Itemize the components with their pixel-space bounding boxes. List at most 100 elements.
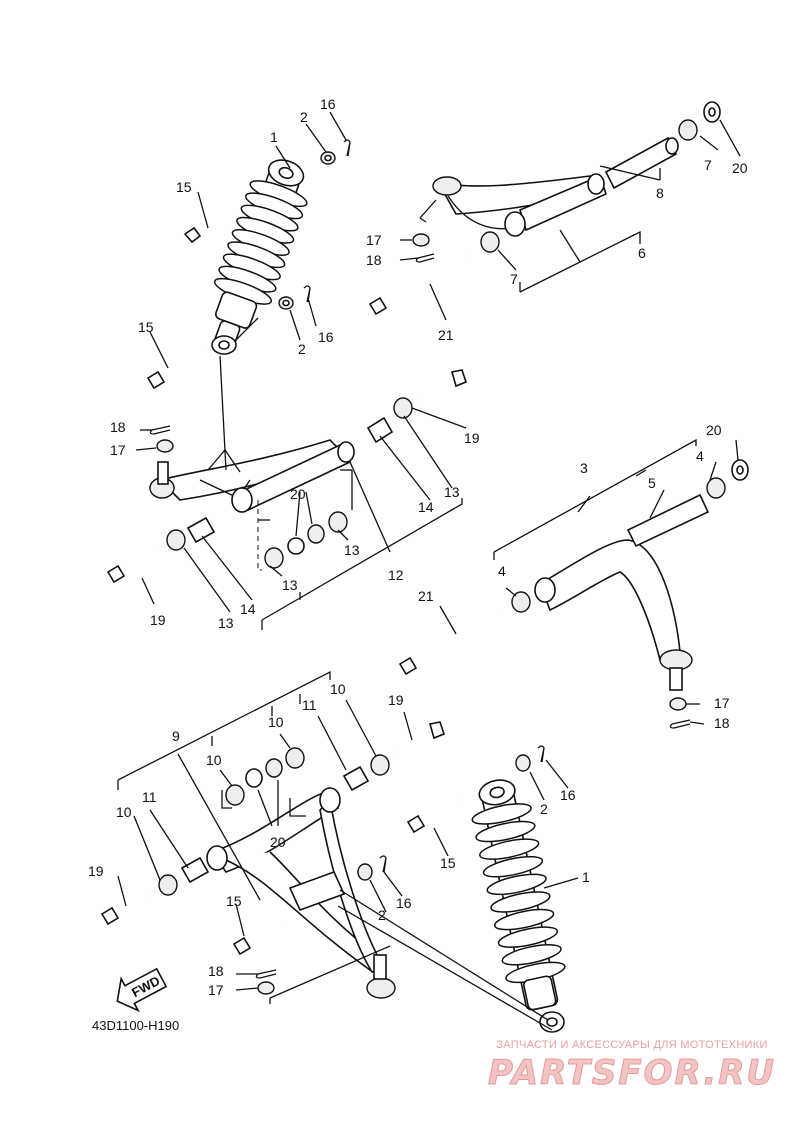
bolt-19-lower xyxy=(106,548,161,584)
nut-2-lower xyxy=(278,296,294,310)
bushing-7-b xyxy=(480,231,500,253)
washer-20-bottom xyxy=(245,758,283,788)
collar-11-a xyxy=(342,765,370,792)
callout-12: 12 xyxy=(388,567,404,583)
watermark-tagline: ЗАПЧАСТИ И АКСЕССУАРЫ ДЛЯ МОТОТЕХНИКИ xyxy=(496,1039,767,1051)
callout-7: 7 xyxy=(510,271,518,287)
callout-21: 21 xyxy=(418,588,434,604)
callout-13: 13 xyxy=(344,542,360,558)
callout-21: 21 xyxy=(438,327,454,343)
cotter-pin-16-upper xyxy=(343,139,351,157)
callout-15: 15 xyxy=(138,319,154,335)
bushing-13-b xyxy=(328,511,348,533)
leader-lines xyxy=(117,111,741,1031)
upper-arm-right-6 xyxy=(432,173,607,237)
callout-9: 9 xyxy=(172,728,180,744)
bolt-15-upper xyxy=(183,212,239,244)
bolt-15-bottom xyxy=(232,922,283,956)
callout-16: 16 xyxy=(396,895,412,911)
washer-20-upper xyxy=(703,101,721,123)
bolt-15-lower xyxy=(146,350,209,390)
callout-5: 5 xyxy=(648,475,656,491)
callout-13: 13 xyxy=(218,615,234,631)
callout-4: 4 xyxy=(696,448,704,464)
lower-arm-12 xyxy=(149,439,355,513)
callout-19: 19 xyxy=(388,692,404,708)
diagram-code: 43D1100-H190 xyxy=(92,1018,179,1033)
nut-17-mid xyxy=(156,439,174,453)
callout-1: 1 xyxy=(270,129,278,145)
callout-6: 6 xyxy=(638,245,646,261)
callout-10: 10 xyxy=(268,714,284,730)
pin-18-upper xyxy=(415,253,435,263)
callout-15: 15 xyxy=(226,893,242,909)
callout-17: 17 xyxy=(366,232,382,248)
callout-18: 18 xyxy=(208,963,224,979)
washer-20-right xyxy=(731,459,749,481)
bushing-10-b xyxy=(285,747,305,769)
callout-1: 1 xyxy=(582,869,590,885)
callout-19: 19 xyxy=(464,430,480,446)
bolt-15-bottom-right xyxy=(406,798,459,834)
callout-10: 10 xyxy=(206,752,222,768)
bushing-4-a xyxy=(706,477,726,499)
callout-16: 16 xyxy=(560,787,576,803)
upper-arm-3 xyxy=(534,539,693,691)
collar-14-a xyxy=(366,416,394,444)
nut-2-upper xyxy=(320,151,336,165)
callout-19: 19 xyxy=(88,863,104,879)
bushing-10-d xyxy=(158,874,178,896)
nut-17-upper xyxy=(412,233,430,247)
callout-4: 4 xyxy=(498,563,506,579)
callout-11: 11 xyxy=(302,697,317,713)
bolt-21-lower xyxy=(398,612,499,676)
bushing-4-b xyxy=(511,591,531,613)
callout-8: 8 xyxy=(656,185,664,201)
bushing-10-c xyxy=(225,784,245,806)
callout-20: 20 xyxy=(290,486,306,502)
collar-11-b xyxy=(180,856,210,884)
callout-2: 2 xyxy=(300,109,308,125)
callout-3: 3 xyxy=(580,460,588,476)
callout-17: 17 xyxy=(714,695,730,711)
pin-18-bottom xyxy=(255,969,277,979)
callout-16: 16 xyxy=(318,329,334,345)
callout-7: 7 xyxy=(704,157,712,173)
collar-14-b xyxy=(186,516,216,544)
callout-13: 13 xyxy=(282,577,298,593)
callout-2: 2 xyxy=(540,801,548,817)
nut-17-right xyxy=(669,697,687,711)
cotter-pin-16-bottom-left xyxy=(379,855,387,873)
nut-17-bottom xyxy=(257,981,275,995)
washer-20-mid xyxy=(287,524,325,555)
collar-8 xyxy=(604,136,679,190)
callout-numbers: 1 2 16 15 15 16 2 17 18 7 20 7 8 6 21 18… xyxy=(88,96,748,998)
pin-18-mid xyxy=(149,425,171,435)
bolt-19-upper xyxy=(419,369,467,402)
callout-17: 17 xyxy=(208,982,224,998)
bolt-19-bottom-left xyxy=(100,894,151,926)
watermark-logo: PARTSFOR.RU xyxy=(488,1053,776,1093)
bushing-7-a xyxy=(678,119,698,141)
bushing-13-a xyxy=(393,397,413,419)
callout-10: 10 xyxy=(116,804,132,820)
callout-18: 18 xyxy=(714,715,730,731)
bushing-10-a xyxy=(370,754,390,776)
callout-11: 11 xyxy=(142,789,157,805)
callout-16: 16 xyxy=(320,96,336,112)
nut-2-bottom-right xyxy=(515,754,531,772)
callout-13: 13 xyxy=(444,484,460,500)
lower-arm-9 xyxy=(206,787,396,999)
callout-2: 2 xyxy=(378,907,386,923)
pin-18-right xyxy=(669,719,691,729)
shock-absorber-upper-left xyxy=(211,159,308,355)
callout-10: 10 xyxy=(330,681,346,697)
callout-14: 14 xyxy=(240,601,256,617)
callout-20: 20 xyxy=(732,160,748,176)
callout-14: 14 xyxy=(418,499,434,515)
bolt-19-bottom-right xyxy=(395,721,445,754)
callout-15: 15 xyxy=(176,179,192,195)
shock-absorber-lower-right xyxy=(471,779,566,1033)
callout-18: 18 xyxy=(110,419,126,435)
collar-5 xyxy=(626,493,710,548)
